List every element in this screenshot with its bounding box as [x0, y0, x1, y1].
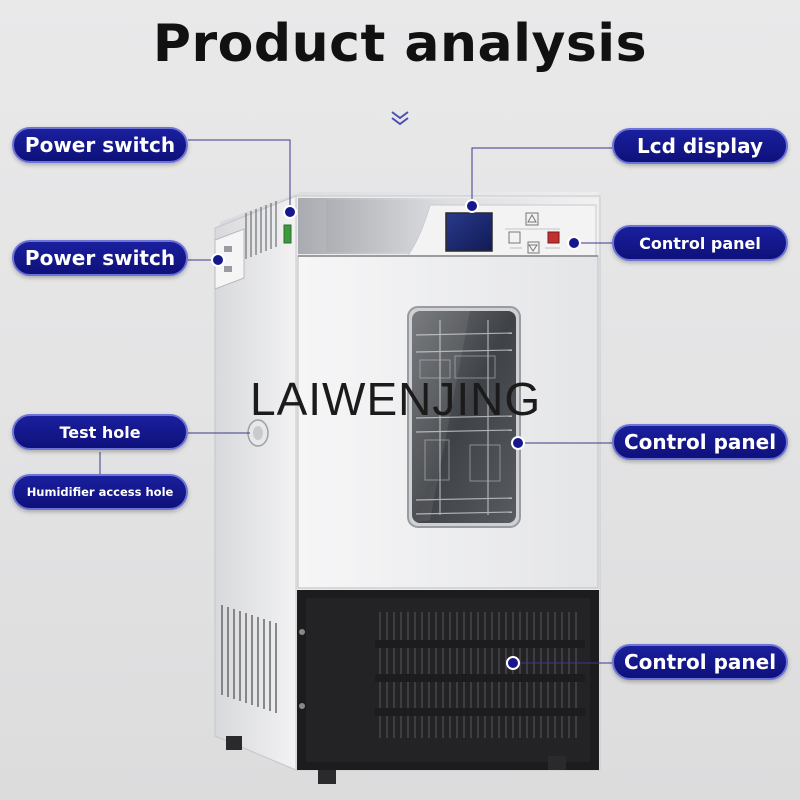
callout-control-panel-door: Control panel — [612, 424, 788, 460]
callout-power-switch-side: Power switch — [12, 240, 188, 276]
watermark-text: LAIWENJING — [250, 373, 542, 425]
callout-humidifier-access-hole: Humidifier access hole — [12, 474, 188, 510]
callout-lcd-display: Lcd display — [612, 128, 788, 164]
callout-test-hole: Test hole — [12, 414, 188, 450]
callout-control-panel-head: Control panel — [612, 225, 788, 261]
page-title: Product analysis — [152, 14, 648, 74]
callout-power-switch-top: Power switch — [12, 127, 188, 163]
double-chevron-down-icon — [391, 111, 409, 126]
callout-control-panel-base: Control panel — [612, 644, 788, 680]
